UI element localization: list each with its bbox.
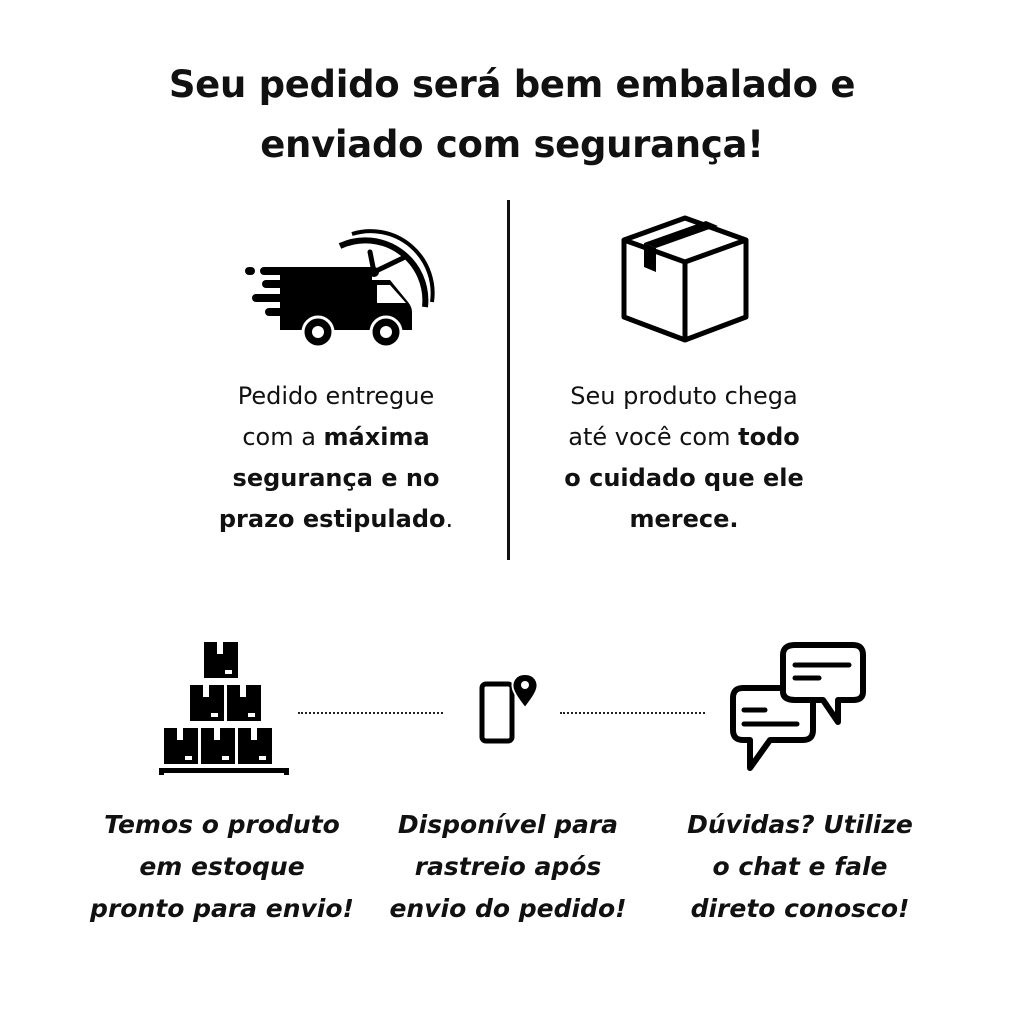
feature-caption-tracking: Disponível para rastreio após envio do p… [348, 804, 668, 930]
bold-text: prazo estipulado [218, 505, 446, 533]
text-line: o chat e fale [712, 852, 888, 881]
page-title: Seu pedido será bem embalado e enviado c… [0, 55, 1024, 175]
text: . [445, 505, 454, 533]
text: com a [242, 423, 324, 451]
text-line: Seu produto chega [570, 382, 798, 410]
title-line-1: Seu pedido será bem embalado e [168, 63, 856, 106]
text-line: o cuidado que ele [519, 458, 849, 499]
vertical-divider [507, 200, 510, 560]
text-line: direto conosco! [690, 894, 910, 923]
dotted-connector [560, 712, 705, 714]
phone-location-icon [479, 672, 539, 744]
title-line-2: enviado com segurança! [260, 123, 764, 166]
package-box-icon [621, 215, 749, 343]
bold-text: merece. [629, 505, 739, 533]
bold-text: segurança e no [232, 464, 440, 492]
stacked-boxes-icon [159, 642, 289, 775]
feature-caption-stock: Temos o produto em estoque pronto para e… [62, 804, 382, 930]
bold-text: o cuidado que ele [564, 464, 804, 492]
delivery-description: Pedido entregue com a máxima segurança e… [171, 376, 501, 540]
text-line: Temos o produto [104, 810, 340, 839]
text-line: até você com todo [519, 417, 849, 458]
text-line: rastreio após [414, 852, 602, 881]
text-line: em estoque [139, 852, 305, 881]
product-care-description: Seu produto chega até você com todo o cu… [519, 376, 849, 540]
text-line: pronto para envio! [90, 894, 354, 923]
text-line: envio do pedido! [389, 894, 627, 923]
text-line: Dúvidas? Utilize [687, 810, 913, 839]
text-line: Pedido entregue [237, 382, 435, 410]
text-line: merece. [519, 499, 849, 540]
text: até você com [568, 423, 739, 451]
dotted-connector [298, 712, 443, 714]
bold-text: máxima [323, 423, 430, 451]
text-line: segurança e no [171, 458, 501, 499]
chat-bubbles-icon [730, 642, 866, 771]
bold-text: todo [738, 423, 800, 451]
text-line: Disponível para [397, 810, 619, 839]
delivery-truck-clock-icon [245, 229, 435, 349]
text-line: prazo estipulado. [171, 499, 501, 540]
feature-caption-chat: Dúvidas? Utilize o chat e fale direto co… [640, 804, 960, 930]
text-line: com a máxima [171, 417, 501, 458]
